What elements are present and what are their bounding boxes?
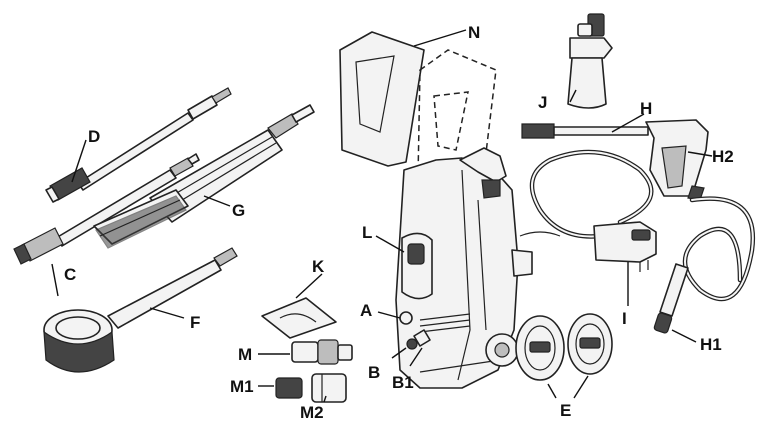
part-trigger-gun-h2	[645, 119, 709, 201]
label-j: J	[538, 93, 547, 112]
part-lance-c	[13, 153, 200, 265]
label-n: N	[468, 23, 480, 42]
label-d: D	[88, 127, 100, 146]
label-l: L	[362, 223, 372, 242]
part-connector-m	[291, 339, 353, 365]
label-b: B	[368, 363, 380, 382]
part-connector-m2	[311, 373, 347, 403]
part-hose-h1	[653, 196, 756, 334]
label-c: C	[64, 265, 76, 284]
part-extension-lance-d	[45, 87, 232, 203]
part-filter-k	[261, 297, 337, 339]
leader-lines	[51, 29, 713, 403]
label-m2: M2	[300, 403, 324, 422]
part-main-body	[395, 147, 533, 389]
part-connector-m1	[275, 377, 303, 399]
label-b1: B1	[392, 373, 414, 392]
part-labels: D C F G N L A B B1 K M M1 M2 E J H H2 I …	[64, 23, 734, 422]
label-e: E	[560, 401, 571, 420]
part-nozzles-e	[515, 313, 613, 381]
label-i: I	[622, 309, 627, 328]
label-h: H	[640, 99, 652, 118]
label-h1: H1	[700, 335, 722, 354]
label-f: F	[190, 313, 200, 332]
label-g: G	[232, 201, 245, 220]
part-brush-g	[93, 104, 315, 249]
label-m1: M1	[230, 377, 254, 396]
label-h2: H2	[712, 147, 734, 166]
part-spray-lance-h	[521, 123, 649, 139]
label-k: K	[312, 257, 325, 276]
label-m: M	[238, 345, 252, 364]
label-a: A	[360, 301, 372, 320]
part-rotary-brush-f	[43, 247, 238, 373]
part-foam-bottle-j	[567, 13, 613, 109]
part-power-cord-i	[519, 149, 657, 272]
